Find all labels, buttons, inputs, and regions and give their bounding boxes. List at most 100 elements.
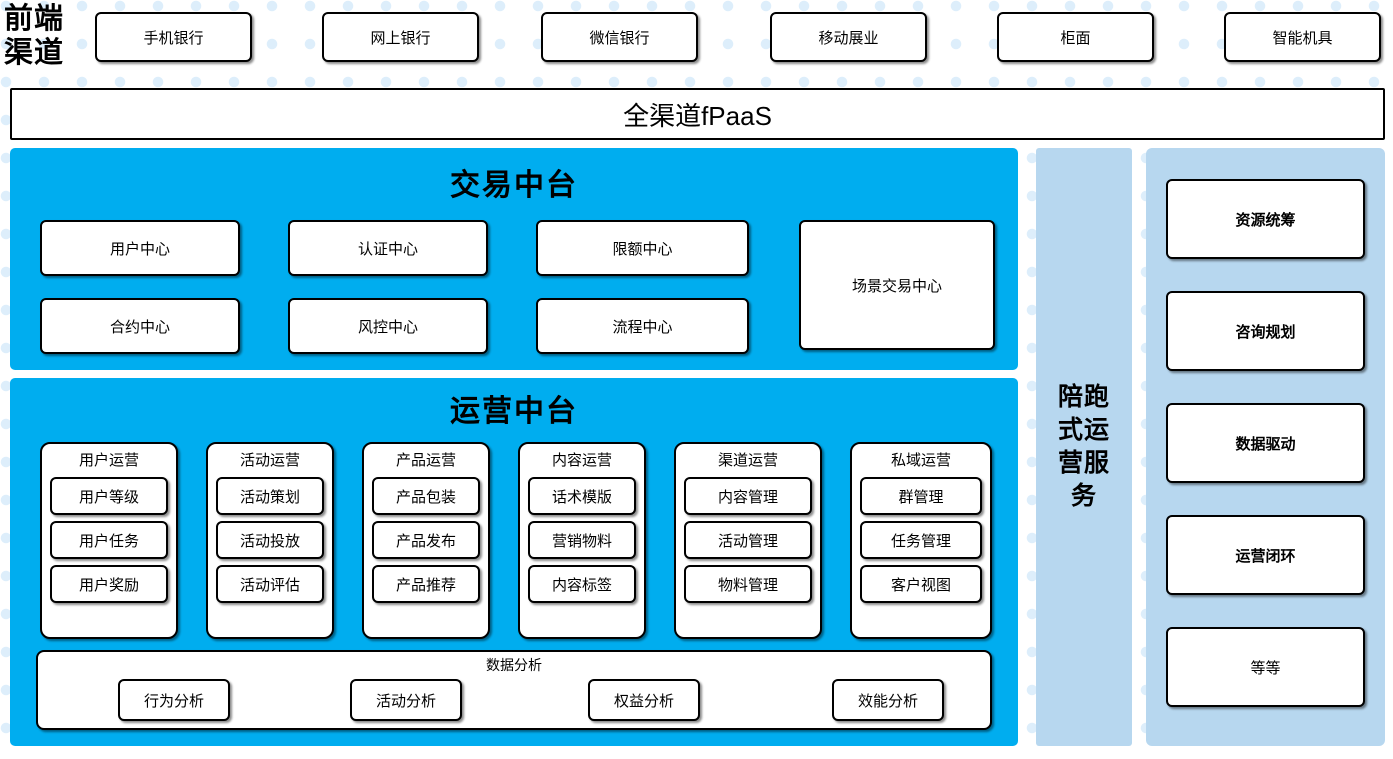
operations-subitem-2[interactable]: 营销物料 <box>528 521 636 559</box>
capability-column: 资源统筹咨询规划数据驱动运营闭环等等 <box>1146 148 1385 746</box>
analytics-button-4[interactable]: 效能分析 <box>832 679 944 721</box>
trade-box-label: 用户中心 <box>109 240 170 258</box>
channel-box-label: 网上银行 <box>370 29 431 47</box>
operations-subitem-label: 产品包装 <box>395 488 456 506</box>
channel-box-4[interactable]: 移动展业 <box>770 12 927 62</box>
analytics-button-label: 效能分析 <box>857 692 918 710</box>
operations-card-title: 活动运营 <box>239 452 300 469</box>
operations-subitem-3[interactable]: 客户视图 <box>860 565 982 603</box>
scene-transaction-center-box[interactable]: 场景交易中心 <box>799 220 995 350</box>
capability-box-2[interactable]: 咨询规划 <box>1166 291 1365 371</box>
operations-subitem-1[interactable]: 活动策划 <box>216 477 324 515</box>
operations-subitem-label: 产品推荐 <box>395 576 456 594</box>
operations-subitem-1[interactable]: 话术模版 <box>528 477 636 515</box>
operations-platform-title: 运营中台 <box>450 395 578 428</box>
operations-subitem-label: 物料管理 <box>717 576 778 594</box>
trade-box-label: 流程中心 <box>612 318 673 336</box>
capability-box-1[interactable]: 资源统筹 <box>1166 179 1365 259</box>
operations-subitem-label: 产品发布 <box>395 532 456 550</box>
data-analytics-card: 数据分析 行为分析 活动分析 权益分析 效能分析 <box>36 650 992 730</box>
capability-box-label: 等等 <box>1250 659 1281 677</box>
operations-subitem-label: 活动管理 <box>717 532 778 550</box>
analytics-button-2[interactable]: 活动分析 <box>350 679 462 721</box>
operations-subitem-list: 话术模版营销物料内容标签 <box>520 477 644 603</box>
capability-box-3[interactable]: 数据驱动 <box>1166 403 1365 483</box>
operations-subitem-label: 用户奖励 <box>78 576 139 594</box>
operations-subitem-label: 内容管理 <box>717 488 778 506</box>
operations-subitem-label: 用户任务 <box>78 532 139 550</box>
operations-subitem-2[interactable]: 用户任务 <box>50 521 168 559</box>
trade-box-4[interactable]: 合约中心 <box>40 298 240 354</box>
analytics-button-3[interactable]: 权益分析 <box>588 679 700 721</box>
analytics-button-label: 行为分析 <box>143 692 204 710</box>
operations-subitem-2[interactable]: 活动管理 <box>684 521 812 559</box>
operations-card-5: 渠道运营内容管理活动管理物料管理 <box>674 442 822 639</box>
operations-subitem-label: 活动投放 <box>239 532 300 550</box>
operations-card-title: 产品运营 <box>395 452 456 469</box>
operations-card-title: 渠道运营 <box>717 452 778 469</box>
operations-subitem-list: 内容管理活动管理物料管理 <box>676 477 820 603</box>
capability-box-5[interactable]: 等等 <box>1166 627 1365 707</box>
operations-subitem-list: 群管理任务管理客户视图 <box>852 477 990 603</box>
trade-box-1[interactable]: 用户中心 <box>40 220 240 276</box>
operations-subitem-label: 内容标签 <box>551 576 612 594</box>
operations-subitem-3[interactable]: 物料管理 <box>684 565 812 603</box>
front-end-channel-row: 前端渠道 手机银行 网上银行 微信银行 移动展业 柜面 智能机具 <box>0 0 1393 80</box>
operations-subitem-2[interactable]: 活动投放 <box>216 521 324 559</box>
accompanying-operation-service-label: 陪跑式运营服务 <box>1057 383 1110 510</box>
capability-box-label: 数据驱动 <box>1235 435 1296 453</box>
scene-transaction-center-label: 场景交易中心 <box>851 277 942 295</box>
operations-subitem-3[interactable]: 用户奖励 <box>50 565 168 603</box>
trade-middle-platform-panel: 交易中台 用户中心认证中心限额中心合约中心风控中心流程中心 场景交易中心 <box>10 148 1018 370</box>
operations-subitem-3[interactable]: 活动评估 <box>216 565 324 603</box>
trade-box-6[interactable]: 流程中心 <box>536 298 749 354</box>
operations-card-title: 内容运营 <box>551 452 612 469</box>
channel-box-label: 移动展业 <box>818 29 879 47</box>
operations-card-3: 产品运营产品包装产品发布产品推荐 <box>362 442 490 639</box>
channel-box-label: 柜面 <box>1060 29 1091 47</box>
channel-box-3[interactable]: 微信银行 <box>541 12 698 62</box>
operations-card-4: 内容运营话术模版营销物料内容标签 <box>518 442 646 639</box>
front-end-channel-label: 前端渠道 <box>4 3 65 69</box>
operations-subitem-3[interactable]: 内容标签 <box>528 565 636 603</box>
operations-subitem-3[interactable]: 产品推荐 <box>372 565 480 603</box>
capability-box-label: 咨询规划 <box>1235 323 1296 341</box>
trade-box-5[interactable]: 风控中心 <box>288 298 488 354</box>
operations-subitem-1[interactable]: 内容管理 <box>684 477 812 515</box>
data-analytics-title: 数据分析 <box>486 657 542 673</box>
operations-subitem-1[interactable]: 用户等级 <box>50 477 168 515</box>
operations-subitem-list: 产品包装产品发布产品推荐 <box>364 477 488 603</box>
channel-box-label: 微信银行 <box>589 29 650 47</box>
capability-box-label: 资源统筹 <box>1235 211 1296 229</box>
channel-box-label: 手机银行 <box>143 29 204 47</box>
channel-box-5[interactable]: 柜面 <box>997 12 1154 62</box>
channel-box-2[interactable]: 网上银行 <box>322 12 479 62</box>
trade-box-3[interactable]: 限额中心 <box>536 220 749 276</box>
trade-box-2[interactable]: 认证中心 <box>288 220 488 276</box>
operations-card-2: 活动运营活动策划活动投放活动评估 <box>206 442 334 639</box>
operations-subitem-label: 用户等级 <box>78 488 139 506</box>
channel-box-6[interactable]: 智能机具 <box>1224 12 1381 62</box>
operations-subitem-2[interactable]: 产品发布 <box>372 521 480 559</box>
operations-subitem-1[interactable]: 产品包装 <box>372 477 480 515</box>
operations-subitem-label: 客户视图 <box>890 576 951 594</box>
channel-box-1[interactable]: 手机银行 <box>95 12 252 62</box>
channel-box-label: 智能机具 <box>1272 29 1333 47</box>
trade-box-label: 认证中心 <box>357 240 418 258</box>
operations-subitem-list: 活动策划活动投放活动评估 <box>208 477 332 603</box>
operations-subitem-1[interactable]: 群管理 <box>860 477 982 515</box>
operations-card-title: 用户运营 <box>78 452 139 469</box>
trade-box-label: 合约中心 <box>109 318 170 336</box>
accompanying-operation-service-column: 陪跑式运营服务 <box>1036 148 1132 746</box>
capability-box-4[interactable]: 运营闭环 <box>1166 515 1365 595</box>
operations-subitem-2[interactable]: 任务管理 <box>860 521 982 559</box>
analytics-button-1[interactable]: 行为分析 <box>118 679 230 721</box>
analytics-button-label: 权益分析 <box>613 692 674 710</box>
fpaas-label: 全渠道fPaaS <box>623 100 772 131</box>
omni-channel-fpaas-bar[interactable]: 全渠道fPaaS <box>10 88 1385 140</box>
operations-card-title: 私域运营 <box>890 452 951 469</box>
trade-box-label: 风控中心 <box>357 318 418 336</box>
capability-box-label: 运营闭环 <box>1235 547 1296 565</box>
trade-box-label: 限额中心 <box>612 240 673 258</box>
